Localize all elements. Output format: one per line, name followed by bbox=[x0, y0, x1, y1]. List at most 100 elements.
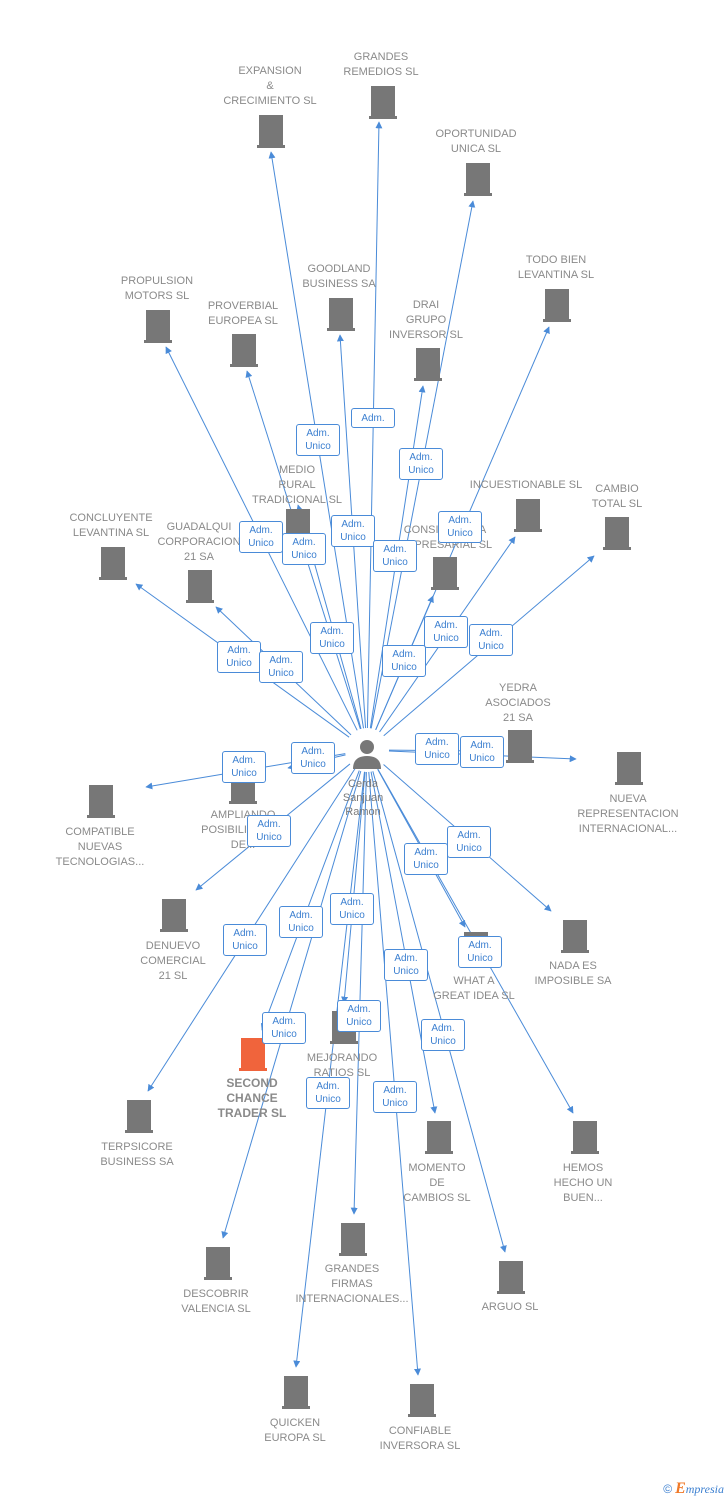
edge-quicken bbox=[293, 771, 365, 1368]
role-label[interactable]: Adm. Unico bbox=[310, 622, 354, 654]
building-icon-hemos-hecho[interactable] bbox=[571, 1121, 599, 1154]
role-label[interactable]: Adm. Unico bbox=[447, 826, 491, 858]
role-label[interactable]: Adm. Unico bbox=[331, 515, 375, 547]
company-label-terpsicore[interactable]: TERPSICORE BUSINESS SA bbox=[100, 1141, 174, 1168]
role-label[interactable]: Adm. Unico bbox=[259, 651, 303, 683]
edge-mejorando bbox=[341, 771, 366, 1004]
edge-arguo bbox=[372, 771, 507, 1253]
building-icon-confiable[interactable] bbox=[408, 1384, 436, 1417]
role-label[interactable]: Adm. Unico bbox=[382, 645, 426, 677]
company-label-second-chance[interactable]: SECOND CHANCE TRADER SL bbox=[217, 1076, 287, 1120]
building-icon-cambio-total[interactable] bbox=[603, 517, 631, 550]
role-label[interactable]: Adm. Unico bbox=[424, 616, 468, 648]
role-label[interactable]: Adm. Unico bbox=[239, 521, 283, 553]
role-label[interactable]: Adm. Unico bbox=[330, 893, 374, 925]
building-icon-proverbial[interactable] bbox=[230, 334, 258, 367]
role-label[interactable]: Adm. Unico bbox=[306, 1077, 350, 1109]
role-label[interactable]: Adm. Unico bbox=[373, 540, 417, 572]
building-icon-concluyente[interactable] bbox=[99, 547, 127, 580]
company-label-mejorando[interactable]: MEJORANDO RATIOS SL bbox=[306, 1052, 378, 1079]
role-label[interactable]: Adm. Unico bbox=[291, 742, 335, 774]
building-icon-goodland[interactable] bbox=[327, 298, 355, 331]
edge-grandes-firmas bbox=[350, 771, 367, 1215]
building-icon-expansion[interactable] bbox=[257, 115, 285, 148]
company-label-incuestionable[interactable]: INCUESTIONABLE SL bbox=[469, 479, 583, 491]
company-label-grandes-firmas[interactable]: GRANDES FIRMAS INTERNACIONALES... bbox=[295, 1263, 409, 1305]
company-label-goodland[interactable]: GOODLAND BUSINESS SA bbox=[302, 263, 376, 290]
role-label[interactable]: Adm. Unico bbox=[373, 1081, 417, 1113]
role-label[interactable]: Adm. Unico bbox=[279, 906, 323, 938]
role-label[interactable]: Adm. Unico bbox=[415, 733, 459, 765]
company-label-confiable[interactable]: CONFIABLE INVERSORA SL bbox=[379, 1425, 461, 1452]
building-icon-arguo[interactable] bbox=[497, 1261, 525, 1294]
building-icon-grandes-firmas[interactable] bbox=[339, 1223, 367, 1256]
role-label[interactable]: Adm. bbox=[351, 408, 395, 428]
company-label-nueva-rep[interactable]: NUEVA REPRESENTACION INTERNACIONAL... bbox=[577, 793, 679, 835]
company-label-compatible[interactable]: COMPATIBLE NUEVAS TECNOLOGIAS... bbox=[55, 826, 145, 868]
company-label-drai[interactable]: DRAI GRUPO INVERSOR SL bbox=[389, 299, 463, 341]
role-label[interactable]: Adm. Unico bbox=[458, 936, 502, 968]
role-label[interactable]: Adm. Unico bbox=[337, 1000, 381, 1032]
company-label-medio-rural[interactable]: MEDIO RURAL TRADICIONAL SL bbox=[251, 464, 343, 506]
building-icon-yedra[interactable] bbox=[506, 730, 534, 763]
role-label[interactable]: Adm. Unico bbox=[384, 949, 428, 981]
role-label[interactable]: Adm. Unico bbox=[222, 751, 266, 783]
company-label-concluyente[interactable]: CONCLUYENTE LEVANTINA SL bbox=[69, 512, 153, 539]
company-label-proverbial[interactable]: PROVERBIAL EUROPEA SL bbox=[207, 300, 279, 327]
building-icon-nada-es[interactable] bbox=[561, 920, 589, 953]
company-label-todo-bien[interactable]: TODO BIEN LEVANTINA SL bbox=[517, 254, 595, 281]
company-label-hemos-hecho[interactable]: HEMOS HECHO UN BUEN... bbox=[553, 1162, 613, 1204]
building-icon-nueva-rep[interactable] bbox=[615, 752, 643, 785]
building-icon-denuevo[interactable] bbox=[160, 899, 188, 932]
company-label-descobrir[interactable]: DESCOBRIR VALENCIA SL bbox=[181, 1288, 251, 1315]
center-person-label[interactable]: Cerda Sanjuan Ramon bbox=[342, 778, 384, 818]
building-icon-propulsion[interactable] bbox=[144, 310, 172, 343]
building-icon-descobrir[interactable] bbox=[204, 1247, 232, 1280]
company-label-propulsion[interactable]: PROPULSION MOTORS SL bbox=[120, 275, 194, 302]
building-icon-terpsicore[interactable] bbox=[125, 1100, 153, 1133]
company-label-denuevo[interactable]: DENUEVO COMERCIAL 21 SL bbox=[140, 940, 206, 982]
company-label-momento[interactable]: MOMENTO DE CAMBIOS SL bbox=[403, 1162, 471, 1204]
company-label-cambio-total[interactable]: CAMBIO TOTAL SL bbox=[591, 483, 643, 510]
company-label-quicken[interactable]: QUICKEN EUROPA SL bbox=[264, 1417, 326, 1444]
edge-confiable bbox=[368, 771, 421, 1376]
buildings-layer bbox=[87, 86, 643, 1417]
edge-descobrir bbox=[221, 770, 362, 1239]
role-label[interactable]: Adm. Unico bbox=[460, 736, 504, 768]
company-label-arguo[interactable]: ARGUO SL bbox=[481, 1301, 539, 1313]
role-label[interactable]: Adm. Unico bbox=[421, 1019, 465, 1051]
company-label-guadalqui[interactable]: GUADALQUI CORPORACION 21 SA bbox=[157, 521, 241, 563]
role-label[interactable]: Adm. Unico bbox=[282, 533, 326, 565]
building-icon-todo-bien[interactable] bbox=[543, 289, 571, 322]
role-label[interactable]: Adm. Unico bbox=[247, 815, 291, 847]
building-icon-second-chance[interactable] bbox=[239, 1038, 267, 1071]
role-label[interactable]: Adm. Unico bbox=[296, 424, 340, 456]
building-icon-compatible[interactable] bbox=[87, 785, 115, 818]
building-icon-quicken[interactable] bbox=[282, 1376, 310, 1409]
building-icon-guadalqui[interactable] bbox=[186, 570, 214, 603]
copyright-icon: © bbox=[663, 1482, 673, 1496]
brand-initial: E bbox=[675, 1480, 686, 1497]
role-label[interactable]: Adm. Unico bbox=[404, 843, 448, 875]
building-icon-consistencia[interactable] bbox=[431, 557, 459, 590]
role-label[interactable]: Adm. Unico bbox=[217, 641, 261, 673]
building-icon-momento[interactable] bbox=[425, 1121, 453, 1154]
building-icon-grandes-remedios[interactable] bbox=[369, 86, 397, 119]
building-icon-drai[interactable] bbox=[414, 348, 442, 381]
role-label[interactable]: Adm. Unico bbox=[469, 624, 513, 656]
building-icon-oportunidad[interactable] bbox=[464, 163, 492, 196]
role-label[interactable]: Adm. Unico bbox=[262, 1012, 306, 1044]
building-icon-incuestionable[interactable] bbox=[514, 499, 542, 532]
edge-second-chance bbox=[260, 770, 360, 1031]
company-label-what-a[interactable]: WHAT A GREAT IDEA SL bbox=[433, 975, 515, 1002]
role-label[interactable]: Adm. Unico bbox=[223, 924, 267, 956]
company-label-oportunidad[interactable]: OPORTUNIDAD UNICA SL bbox=[435, 128, 517, 155]
role-label[interactable]: Adm. Unico bbox=[438, 511, 482, 543]
company-label-nada-es[interactable]: NADA ES IMPOSIBLE SA bbox=[534, 960, 612, 987]
role-label[interactable]: Adm. Unico bbox=[399, 448, 443, 480]
company-label-expansion[interactable]: EXPANSION & CRECIMIENTO SL bbox=[223, 65, 317, 107]
company-label-grandes-remedios[interactable]: GRANDES REMEDIOS SL bbox=[343, 51, 419, 78]
edge-momento bbox=[370, 771, 438, 1114]
brand-name: mpresia bbox=[685, 1482, 724, 1496]
company-label-yedra[interactable]: YEDRA ASOCIADOS 21 SA bbox=[485, 682, 551, 724]
